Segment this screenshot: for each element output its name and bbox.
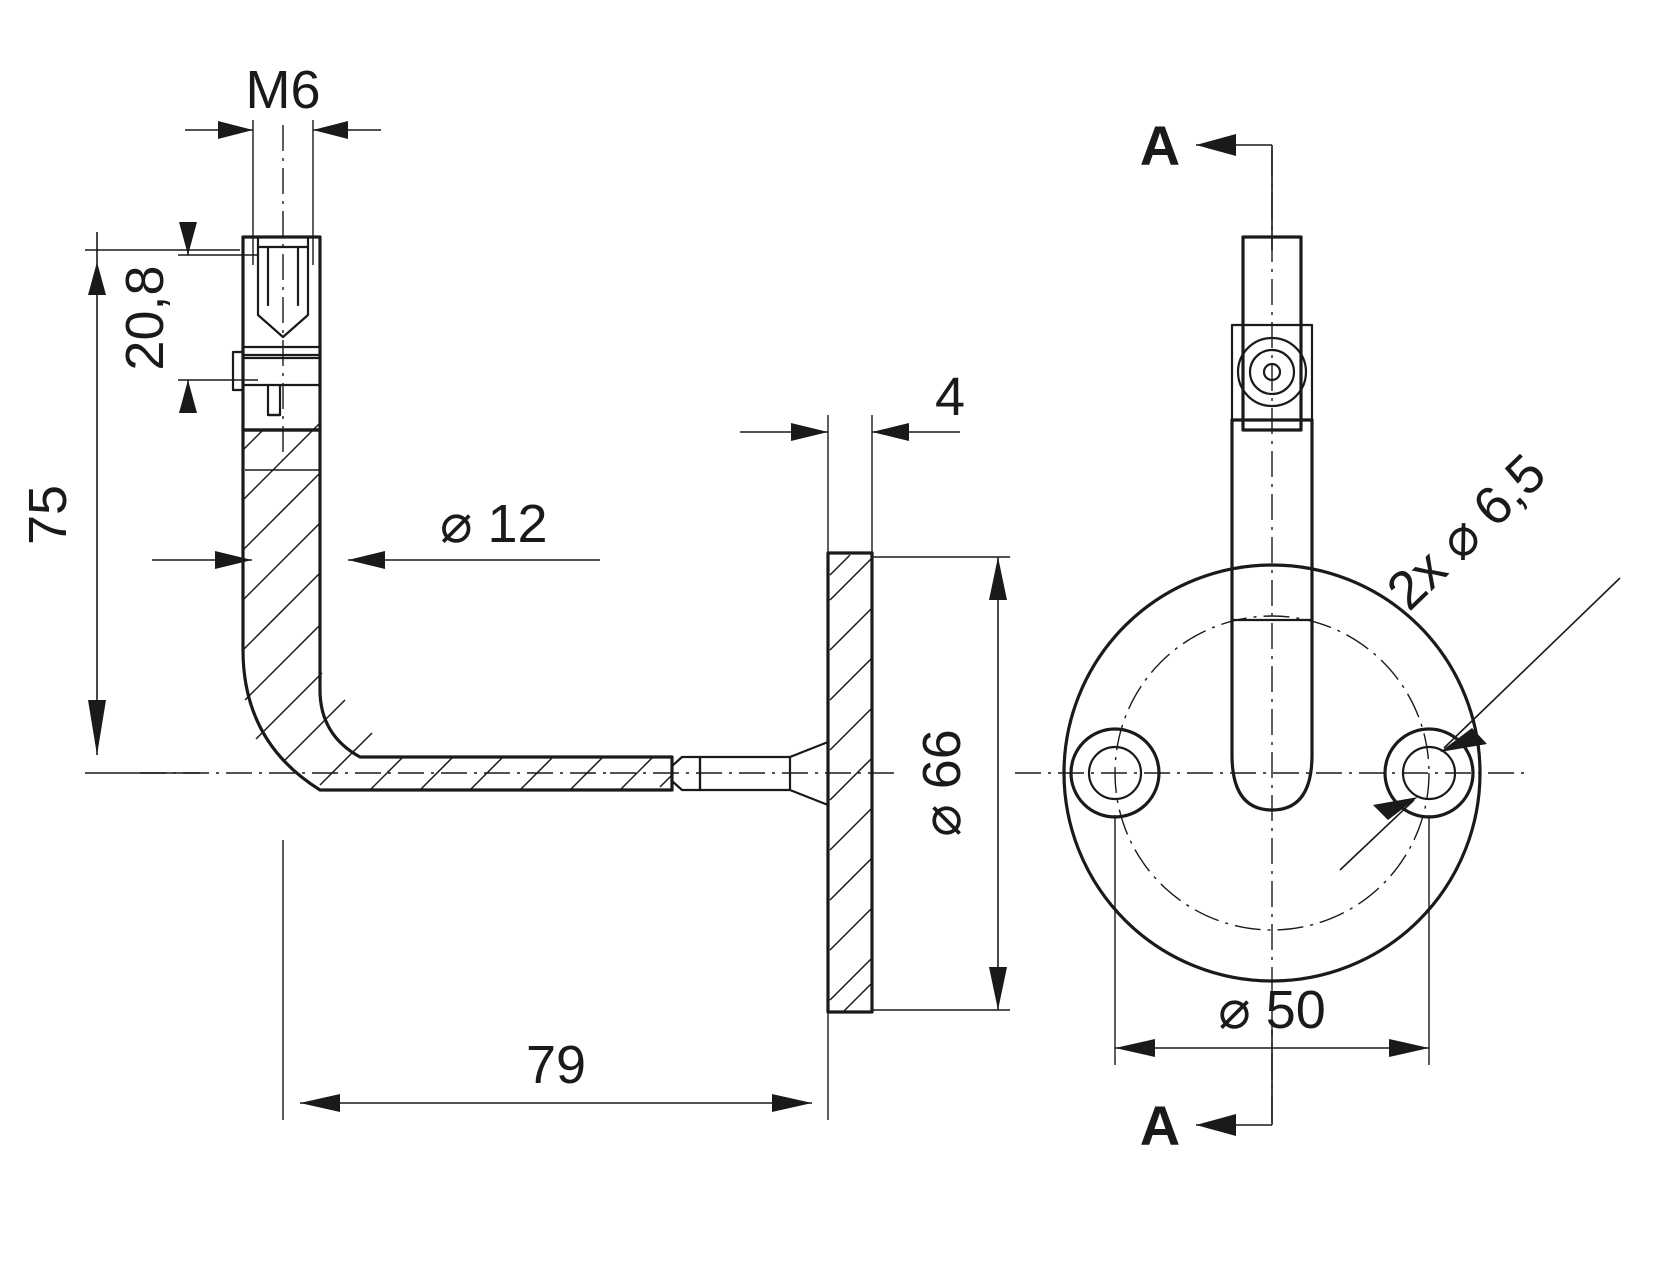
arrowhead-75-bottom xyxy=(88,700,106,755)
bracket-body-hatching xyxy=(242,422,673,791)
leader-line-hole-upper xyxy=(1443,577,1621,749)
dim-label-m6: M6 xyxy=(245,60,320,120)
wall-plate-hatching xyxy=(829,554,873,1013)
conical-seat xyxy=(256,235,310,339)
dim-label-dia-66: ⌀ 66 xyxy=(912,729,972,837)
arrowhead-75-top xyxy=(88,262,106,295)
dimension-79: 79 xyxy=(282,840,829,1120)
dim-label-2x-dia-6-5: 2x ⌀ 6,5 xyxy=(1376,443,1558,621)
screw-head-center xyxy=(1262,362,1282,382)
side-view-centerlines xyxy=(140,125,900,774)
wall-plate-outline xyxy=(826,551,874,1014)
wall-plate-side xyxy=(826,551,874,1014)
arrowhead-79-left xyxy=(300,1094,340,1112)
bracket-body-side xyxy=(241,422,674,792)
base-plate-outer-circle xyxy=(1062,563,1482,983)
dimension-thickness-4: 4 xyxy=(740,367,965,555)
dimension-20-8: 20,8 xyxy=(115,222,258,413)
dim-label-dia-50: ⌀ 50 xyxy=(1218,980,1326,1040)
arrowhead-dia12-right xyxy=(348,551,385,569)
grub-screw-body xyxy=(241,356,322,387)
dimension-dia-66: ⌀ 66 xyxy=(872,556,1010,1011)
arrowhead-section-a-bottom xyxy=(1196,1114,1236,1136)
arrowhead-79-right xyxy=(772,1094,812,1112)
front-view-group: A A xyxy=(1015,114,1621,1157)
arrowhead-t4-right xyxy=(872,423,909,441)
upper-tube-outline xyxy=(1241,235,1303,432)
section-marker-a-top: A xyxy=(1140,114,1273,250)
front-view-centerlines xyxy=(1015,150,1530,1128)
thread-boss-side xyxy=(231,235,322,432)
mounting-hole-right-inner xyxy=(1401,745,1457,801)
screw-head-mid xyxy=(1248,348,1296,396)
dim-label-79: 79 xyxy=(526,1035,586,1095)
arrowhead-t4-left xyxy=(791,423,828,441)
section-label-a-bottom: A xyxy=(1140,1094,1180,1157)
side-view-group: M6 20,8 75 xyxy=(18,60,1010,1120)
dimension-2x-dia-6-5: 2x ⌀ 6,5 xyxy=(1339,443,1621,871)
bolt-circle xyxy=(1114,615,1430,931)
dim-label-75: 75 xyxy=(18,485,78,545)
arrowhead-208-bottom xyxy=(179,380,197,413)
arrowhead-dia12-left xyxy=(215,551,252,569)
arrowhead-section-a-top xyxy=(1196,134,1236,156)
bracket-body-outline xyxy=(241,428,674,792)
arrowhead-m6-left xyxy=(218,121,253,139)
leader-line-hole-lower xyxy=(1339,799,1415,871)
section-marker-a-bottom: A xyxy=(1140,1030,1273,1157)
arm-front-outline xyxy=(1230,418,1314,812)
arrowhead-dia50-right xyxy=(1389,1039,1429,1057)
arrowhead-dia50-left xyxy=(1115,1039,1155,1057)
arrowhead-dia66-bottom xyxy=(989,967,1007,1010)
dimension-dia-50: ⌀ 50 xyxy=(1114,815,1430,1065)
arrowhead-m6-right xyxy=(313,121,348,139)
dim-label-20-8: 20,8 xyxy=(115,265,175,370)
arrowhead-208-top xyxy=(179,222,197,255)
dim-label-4: 4 xyxy=(935,367,965,427)
screw-head-outer xyxy=(1236,336,1308,408)
arrowhead-hole-lower xyxy=(1373,797,1418,820)
dimension-dia-12: ⌀ 12 xyxy=(152,494,600,569)
dimension-m6: M6 xyxy=(185,60,381,265)
bracket-arm-front xyxy=(1230,418,1314,812)
arrowhead-dia66-top xyxy=(989,557,1007,600)
dimension-75: 75 xyxy=(18,232,240,774)
mounting-hole-left-inner xyxy=(1087,745,1143,801)
dim-label-dia-12: ⌀ 12 xyxy=(440,494,548,554)
grub-screw-tip xyxy=(266,383,282,417)
arrowhead-hole-upper xyxy=(1440,728,1487,752)
boss-front-outline xyxy=(1230,323,1314,422)
upper-tube-front xyxy=(1230,235,1314,432)
section-label-a-top: A xyxy=(1140,114,1180,177)
